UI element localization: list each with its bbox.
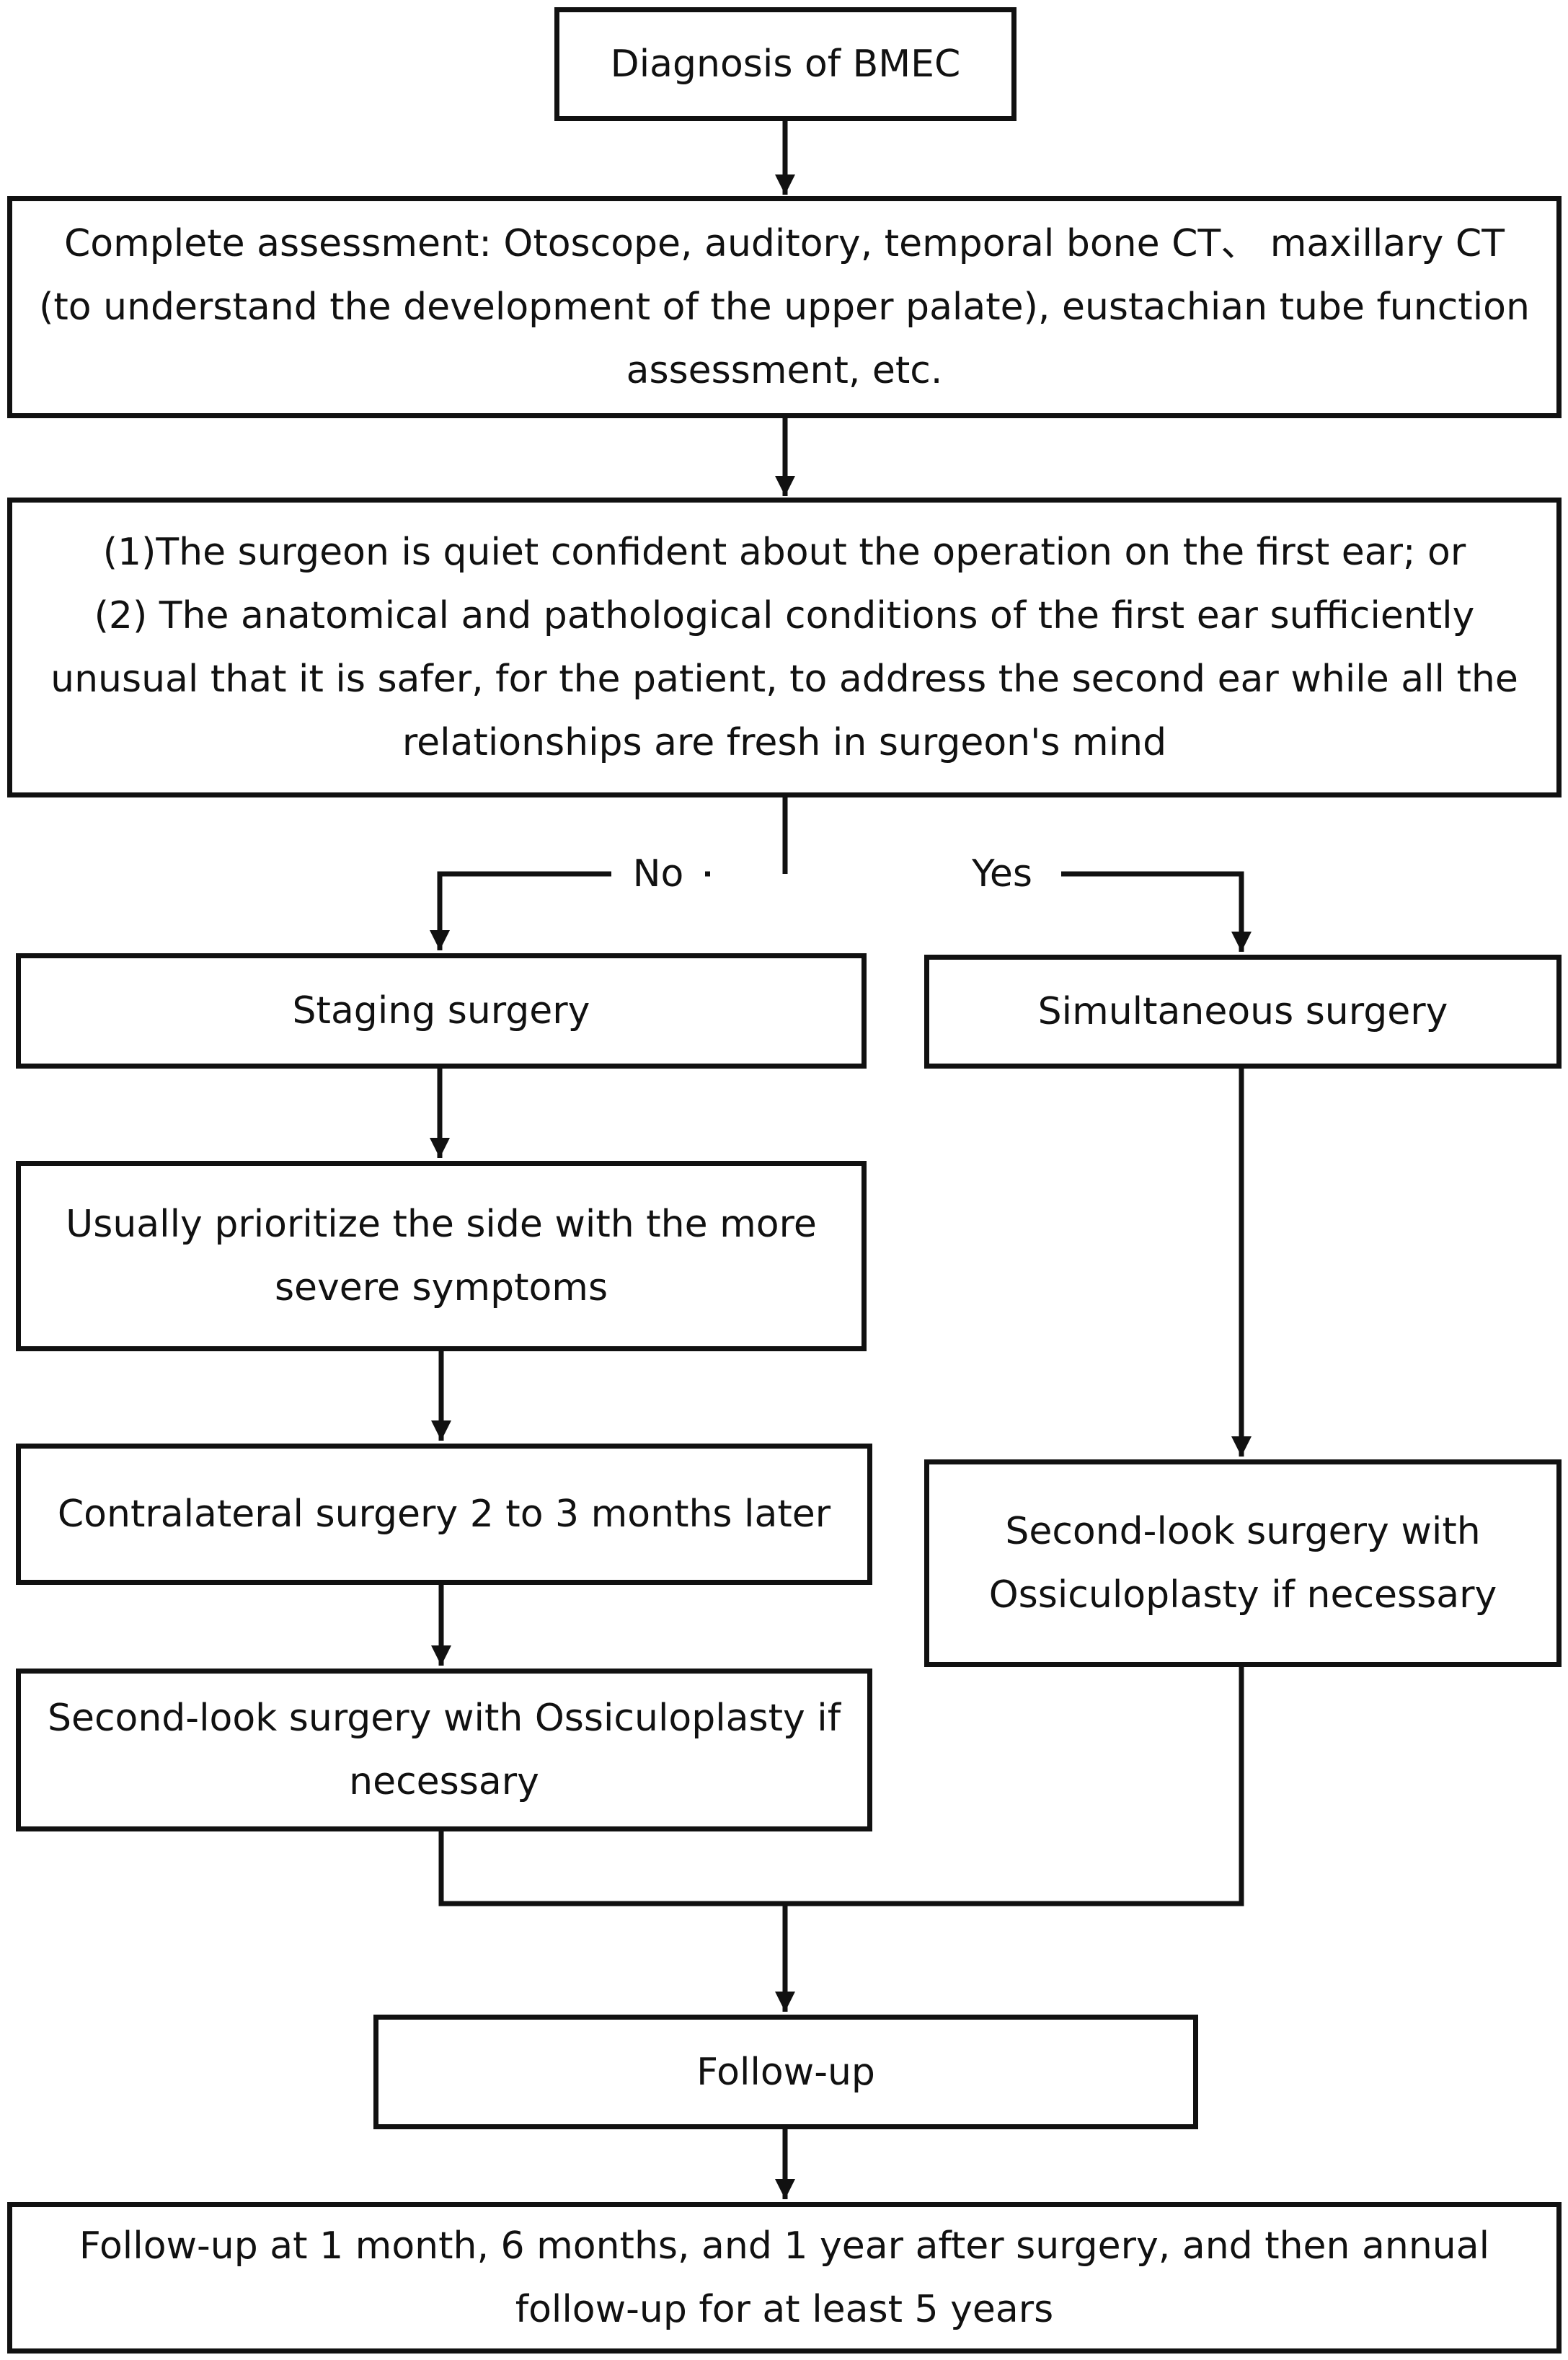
criteria-line-1: (1)The surgeon is quiet confident about …: [102, 531, 1466, 574]
staging-surgery-box: Staging surgery: [16, 953, 867, 1069]
criteria-box: (1)The surgeon is quiet confident about …: [7, 498, 1562, 797]
contralateral-surgery-text: Contralateral surgery 2 to 3 months late…: [57, 1493, 831, 1536]
followup-box: Follow-up: [373, 2015, 1198, 2129]
second-look-left-line-1: Second-look surgery with Ossiculoplasty …: [47, 1697, 841, 1740]
merge-line: [438, 1667, 1244, 1906]
second-look-right-line-2: Ossiculoplasty if necessary: [988, 1573, 1497, 1617]
criteria-line-2: (2) The anatomical and pathological cond…: [94, 594, 1475, 637]
staging-surgery-text: Staging surgery: [292, 989, 590, 1033]
assessment-line-3: assessment, etc.: [626, 349, 943, 392]
second-look-left-box: Second-look surgery with Ossiculoplasty …: [16, 1669, 872, 1831]
second-look-left-line-2: necessary: [349, 1760, 539, 1803]
followup-schedule-line-1: Follow-up at 1 month, 6 months, and 1 ye…: [79, 2224, 1490, 2268]
assessment-line-1: Complete assessment: Otoscope, auditory,…: [63, 222, 1505, 265]
simultaneous-surgery-box: Simultaneous surgery: [924, 955, 1562, 1069]
followup-text: Follow-up: [696, 2050, 875, 2094]
followup-schedule-box: Follow-up at 1 month, 6 months, and 1 ye…: [7, 2202, 1562, 2354]
second-look-right-box: Second-look surgery with Ossiculoplasty …: [924, 1459, 1562, 1667]
assessment-box: Complete assessment: Otoscope, auditory,…: [7, 196, 1562, 418]
edge-label-no: No: [611, 849, 705, 899]
second-look-right-line-1: Second-look surgery with: [1005, 1510, 1481, 1553]
prioritize-line-2: severe symptoms: [274, 1266, 608, 1309]
prioritize-box: Usually prioritize the side with the mor…: [16, 1161, 867, 1351]
assessment-line-2: (to understand the development of the up…: [39, 286, 1530, 329]
simultaneous-surgery-text: Simultaneous surgery: [1037, 990, 1448, 1033]
followup-schedule-line-2: follow-up for at least 5 years: [515, 2288, 1054, 2331]
edge-label-yes: Yes: [952, 849, 1053, 899]
arrow-yes-branch: [1061, 871, 1252, 952]
criteria-line-3: unusual that it is safer, for the patien…: [50, 658, 1518, 701]
diagnosis-box: Diagnosis of BMEC: [554, 7, 1016, 121]
diagnosis-text: Diagnosis of BMEC: [610, 43, 961, 86]
criteria-line-4: relationships are fresh in surgeon's min…: [402, 721, 1167, 764]
prioritize-line-1: Usually prioritize the side with the mor…: [66, 1203, 817, 1246]
contralateral-surgery-box: Contralateral surgery 2 to 3 months late…: [16, 1444, 872, 1585]
